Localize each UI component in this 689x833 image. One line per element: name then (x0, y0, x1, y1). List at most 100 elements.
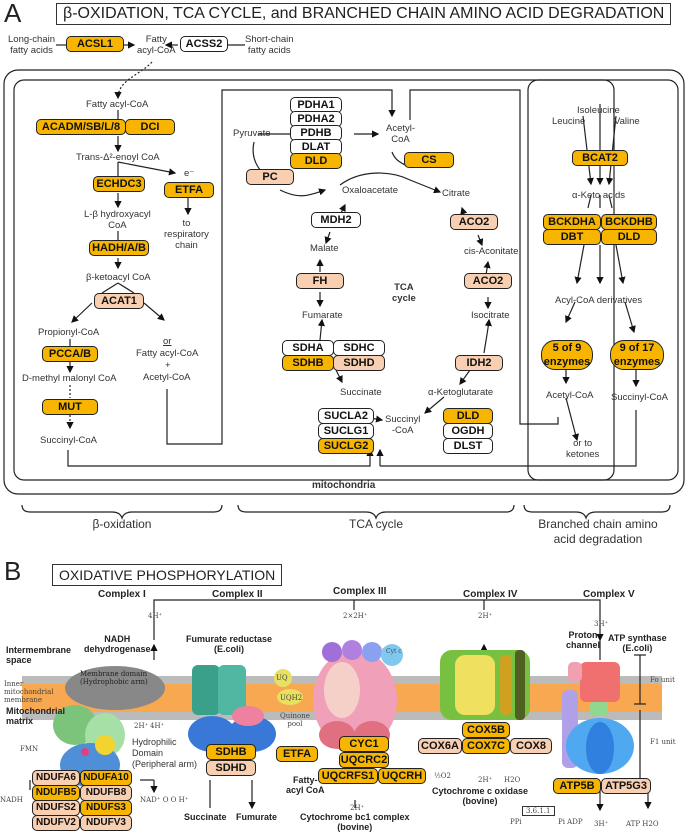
label-4h-bottom: 4H⁺ (150, 722, 165, 730)
label-leucine: Leucine (552, 116, 586, 127)
label-succinyl-coa: Succinyl-CoA (40, 435, 98, 446)
enzyme-pdha1[interactable]: PDHA1 (290, 97, 342, 113)
enzyme-bckdha[interactable]: BCKDHA (543, 214, 601, 230)
label-complex-i: Complex I (98, 589, 146, 600)
enzyme-acss2[interactable]: ACSS2 (180, 36, 228, 52)
complex-ii-shapes (188, 665, 303, 752)
enzyme-ogdh[interactable]: OGDH (443, 423, 493, 439)
enzyme-etfa[interactable]: ETFA (164, 182, 214, 198)
enzyme-acsl1[interactable]: ACSL1 (66, 36, 124, 52)
enzyme-sdhc[interactable]: SDHC (333, 340, 385, 356)
enzyme-uqcrc2[interactable]: UQCRC2 (339, 752, 389, 768)
enzyme-dld-ogdh[interactable]: DLD (443, 408, 493, 424)
enzyme-etfa-c2[interactable]: ETFA (276, 746, 318, 762)
enzyme-uqcrh[interactable]: UQCRH (378, 768, 426, 784)
enzyme-cox6a[interactable]: COX6A (418, 738, 462, 754)
label-complex-iv: Complex IV (463, 589, 518, 600)
label-isocitrate: Isocitrate (471, 310, 510, 321)
label-valine: Valine (614, 116, 640, 127)
label-succinate: Succinate (340, 387, 382, 398)
section-tca-cycle: TCA cycle (348, 517, 403, 531)
label-cis-aconitate: cis-Aconitate (464, 246, 519, 257)
label-keto-acids: α-Keto acids (572, 190, 626, 201)
enzyme-ndufa6[interactable]: NDUFA6 (32, 770, 80, 786)
label-f1-unit: F1 unit (650, 738, 676, 746)
label-uqh2: UQH2 (280, 694, 303, 702)
enzyme-suclg2[interactable]: SUCLG2 (318, 438, 374, 454)
enzyme-dld-bckd[interactable]: DLD (601, 229, 657, 245)
enzyme-pcca[interactable]: PCCA/B (42, 346, 98, 362)
enzyme-bcat2[interactable]: BCAT2 (572, 150, 628, 166)
panel-a-title: β-OXIDATION, TCA CYCLE, and BRANCHED CHA… (56, 3, 672, 25)
enzyme-ndufv2[interactable]: NDUFV2 (32, 815, 80, 831)
section-beta-oxidation: β-oxidation (92, 517, 152, 531)
label-complex-ii: Complex II (212, 589, 263, 600)
label-cyt-bc1: Cytochrome bc1 complex(bovine) (300, 812, 410, 832)
enzyme-suclg1[interactable]: SUCLG1 (318, 423, 374, 439)
enzyme-pdhb[interactable]: PDHB (290, 125, 342, 141)
enzyme-hadh[interactable]: HADH/A/B (89, 240, 149, 256)
enzyme-sdha[interactable]: SDHA (282, 340, 334, 356)
label-2h-bottom: 2H⁺ (134, 722, 149, 730)
complex-iv-shapes (440, 650, 530, 720)
enzyme-ndufb5[interactable]: NDUFB5 (32, 785, 80, 801)
enzyme-uqcrfs1[interactable]: UQCRFS1 (318, 768, 378, 784)
label-complex-v: Complex V (583, 589, 635, 600)
enzyme-aco2-b[interactable]: ACO2 (464, 273, 512, 289)
enzyme-cs[interactable]: CS (404, 152, 454, 168)
enzyme-dlst[interactable]: DLST (443, 438, 493, 454)
label-membrane-domain: Membrane domain(Hydrophobic arm) (80, 670, 148, 686)
enzyme-aco2-a[interactable]: ACO2 (450, 214, 498, 230)
enzyme-ndufs3[interactable]: NDUFS3 (80, 800, 132, 816)
enzyme-cox8[interactable]: COX8 (510, 738, 552, 754)
enzyme-sucla2[interactable]: SUCLA2 (318, 408, 374, 424)
enzyme-fh[interactable]: FH (296, 273, 344, 289)
label-malate: Malate (310, 243, 339, 254)
label-2h-c4: 2H⁺ (478, 776, 493, 784)
enzyme-acadm[interactable]: ACADM/SB/L/8 (36, 119, 126, 135)
enzyme-pc[interactable]: PC (246, 169, 294, 185)
enzyme-mut[interactable]: MUT (42, 399, 98, 415)
label-e-minus: e⁻ (184, 168, 195, 179)
enzyme-acat1[interactable]: ACAT1 (94, 293, 144, 309)
label-pi-adp: Pi ADP (558, 818, 583, 826)
enzyme-bckdhb[interactable]: BCKDHB (601, 214, 657, 230)
label-acyl-coa-derivatives: Acyl-CoA derivatives (555, 295, 643, 306)
enzyme-dci[interactable]: DCI (125, 119, 175, 135)
enzyme-sdhd[interactable]: SDHD (333, 355, 385, 371)
enzyme-ndufs2[interactable]: NDUFS2 (32, 800, 80, 816)
enzyme-atp5g3[interactable]: ATP5G3 (601, 778, 651, 794)
enzyme-dbt[interactable]: DBT (543, 229, 601, 245)
complex-iii-shapes (313, 640, 403, 750)
label-fumarate-reductase: Fumurate reductase(E.coli) (186, 634, 273, 654)
enzyme-atp5b[interactable]: ATP5B (553, 778, 601, 794)
enzyme-sdhb-c2[interactable]: SDHB (206, 744, 256, 760)
label-methylmalonyl: D-methyl malonyl CoA (22, 373, 117, 384)
label-uq: UQ (276, 674, 288, 682)
enzyme-sdhb[interactable]: SDHB (282, 355, 334, 371)
enzyme-cox7c[interactable]: COX7C (462, 738, 510, 754)
enzyme-echdc3[interactable]: ECHDC3 (93, 176, 145, 192)
enzyme-idh2[interactable]: IDH2 (455, 355, 503, 371)
enzyme-ndufb8[interactable]: NDUFB8 (80, 785, 132, 801)
enzyme-cyc1[interactable]: CYC1 (339, 736, 389, 752)
enzyme-sdhd-c2[interactable]: SDHD (206, 760, 256, 776)
enzyme-ndufv3[interactable]: NDUFV3 (80, 815, 132, 831)
enzyme-cox5b[interactable]: COX5B (462, 722, 510, 738)
label-nad-products: NAD⁺ O O H⁺ (140, 796, 189, 804)
enzyme-mdh2[interactable]: MDH2 (311, 212, 361, 228)
enzyme-ndufa10[interactable]: NDUFA10 (80, 770, 132, 786)
label-ppi: PPi (510, 818, 522, 826)
label-fumarate: Fumarate (302, 310, 343, 321)
label-fo-unit: Fo unit (650, 676, 675, 684)
label-fatty-acyl-coa-2: Fatty acyl-CoA (86, 99, 149, 110)
enzyme-dld-pdh[interactable]: DLD (290, 153, 342, 169)
